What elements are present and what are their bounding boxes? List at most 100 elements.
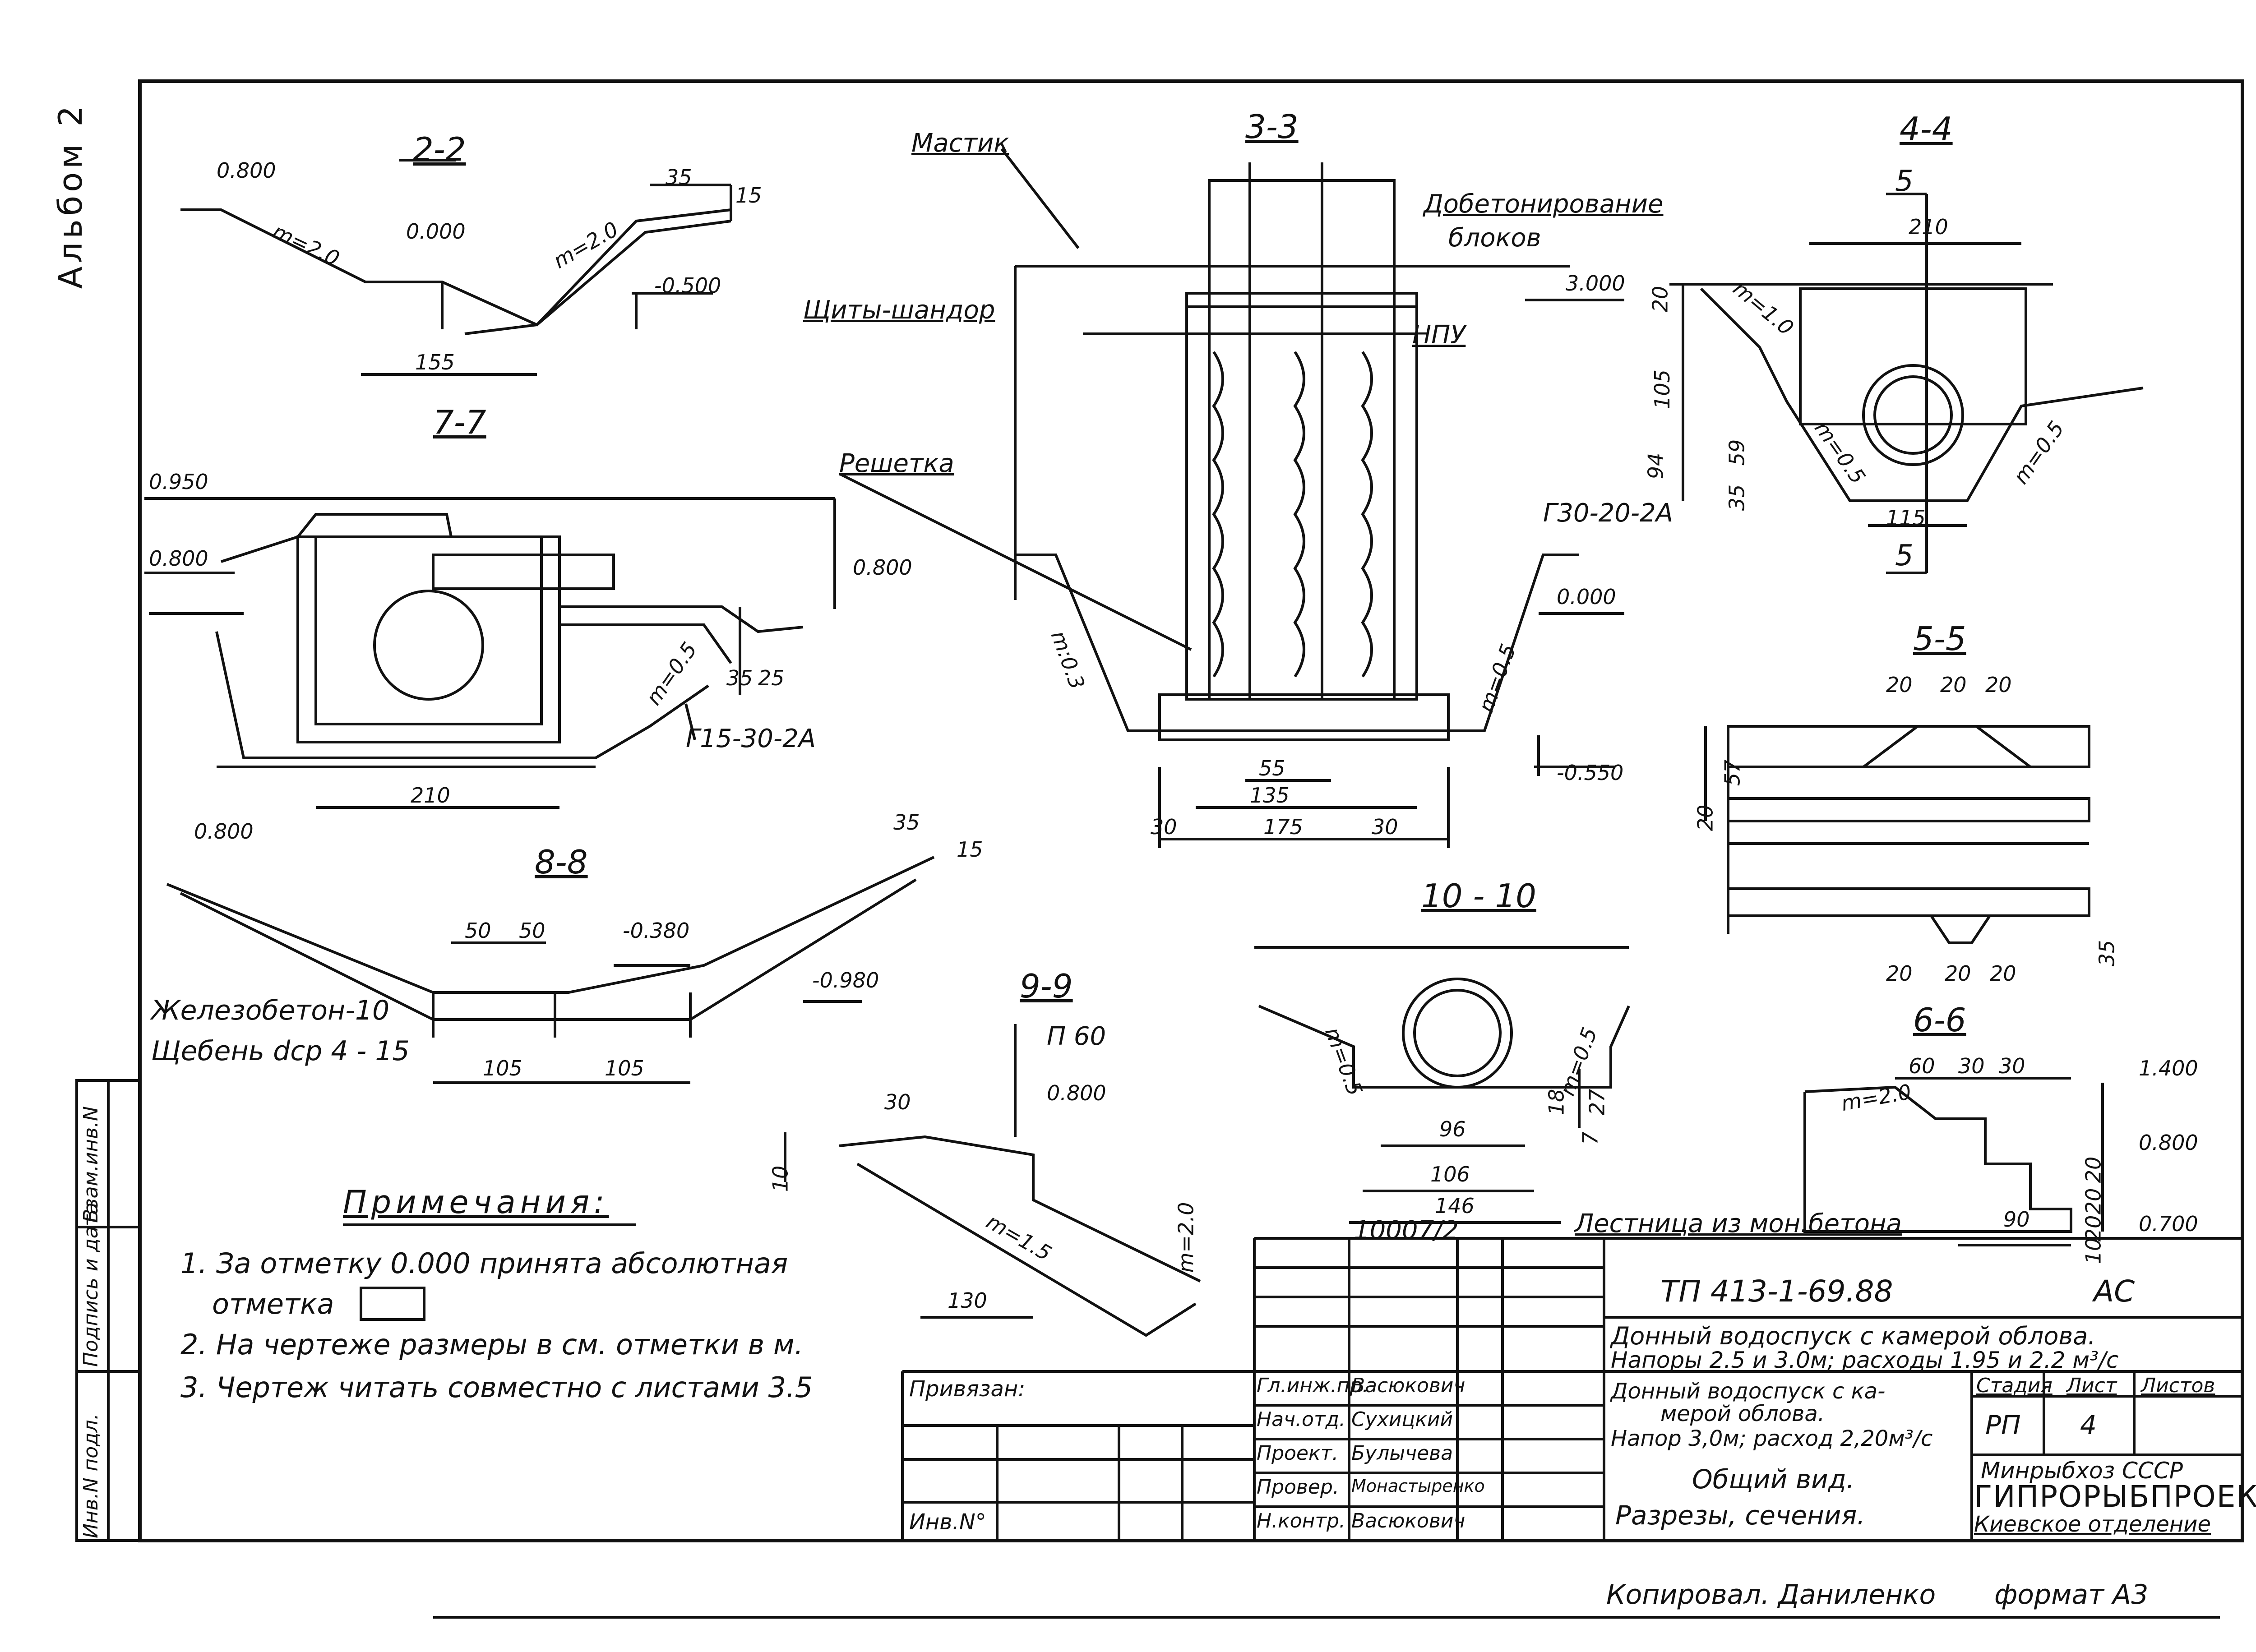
dim-77-e3: 0.800	[853, 555, 912, 580]
dim-88-f: 15	[957, 837, 983, 862]
dim-1010-h2: 27	[1585, 1089, 1609, 1116]
section-title-9-9: 9-9	[1020, 967, 1073, 1005]
dim-1010-h3: 7	[1578, 1131, 1603, 1145]
dim-88-e1: 0.800	[194, 819, 254, 844]
dim-22-e1: 0.800	[217, 158, 276, 183]
dim-88-e3: -0.980	[812, 968, 879, 992]
col-stage: Стадия	[1976, 1374, 2053, 1397]
label-p60: П 60	[1047, 1022, 1106, 1051]
dim-44-h5: 35	[1724, 484, 1749, 511]
dim-77-e1: 0.950	[149, 470, 208, 494]
stamp-signature-date: Подпись и дата	[79, 1202, 102, 1367]
copied-by: Копировал. Даниленко	[1606, 1579, 1936, 1610]
dim-33-e3: -0.550	[1557, 761, 1624, 785]
dim-44-w1: 210	[1909, 215, 1948, 239]
cut-marker-bottom: 5	[1895, 539, 1914, 572]
name-1: Васюкович	[1351, 1374, 1465, 1397]
label-zhb: Железобетон-10	[151, 995, 390, 1026]
dim-99-c: 130	[948, 1288, 987, 1313]
section-title-2-2: 2-2	[413, 130, 466, 168]
dim-88-e2: -0.380	[623, 918, 690, 943]
dim-77-w: 210	[411, 783, 450, 808]
role-5: Н.контр.	[1257, 1509, 1345, 1532]
dim-55-e: 20	[1945, 961, 1971, 986]
dim-33-d4: 30	[1151, 815, 1177, 839]
dim-66-c: 30	[1999, 1054, 2025, 1078]
dim-99-a: 30	[884, 1090, 911, 1114]
doc-title-1: Донный водоспуск с камерой облова.	[1611, 1322, 2096, 1350]
label-npu: НПУ	[1412, 320, 1466, 350]
section-title-4-4: 4-4	[1900, 110, 1953, 148]
section-title-10-10: 10 - 10	[1421, 877, 1536, 915]
note-1b: отметка	[212, 1287, 334, 1320]
dim-66-h1: 20	[2081, 1156, 2106, 1183]
dim-33-e2: 0.000	[1557, 585, 1616, 609]
dim-55-b: 20	[1940, 673, 1967, 697]
label-g15: Г15-30-2А	[686, 724, 816, 753]
dim-66-e1: 1.400	[2139, 1056, 2198, 1080]
desc-1: Донный водоспуск с ка-	[1611, 1379, 1886, 1404]
doc-code: ТП 413-1-69.88	[1660, 1274, 1893, 1309]
dim-22-a: 35	[666, 165, 692, 189]
dim-22-e3: -0.500	[654, 273, 721, 298]
name-3: Булычева	[1351, 1442, 1453, 1465]
dim-22-w: 155	[415, 350, 455, 374]
dim-33-e1: 3.000	[1566, 271, 1625, 295]
name-5: Васюкович	[1351, 1509, 1465, 1532]
dim-66-h4: 10	[2081, 1237, 2106, 1264]
stage-value: РП	[1985, 1410, 2021, 1440]
dim-55-d: 20	[1886, 961, 1913, 986]
label-shchity: Щиты-шандор	[803, 295, 995, 325]
role-4: Провер.	[1257, 1476, 1339, 1499]
notes-title: Примечания:	[343, 1184, 609, 1221]
dim-55-h1: 57	[1720, 759, 1745, 786]
role-3: Проект.	[1257, 1442, 1339, 1465]
dim-99-m2: m=2.0	[1174, 1202, 1198, 1273]
dim-44-h3: 94	[1643, 452, 1668, 480]
col-sheet: Лист	[2066, 1374, 2117, 1397]
label-reshetka: Решетка	[839, 449, 954, 478]
stamp-inv-podl: Инв.N подл.	[79, 1413, 102, 1538]
dim-33-d3: 175	[1263, 815, 1303, 839]
dim-88-c: 105	[483, 1056, 522, 1080]
dim-77-a: 35	[726, 666, 753, 690]
inv-label: Инв.N°	[909, 1509, 986, 1535]
note-1a: 1. За отметку 0.000 принята абсолютная	[180, 1247, 788, 1280]
name-2: Сухицкий	[1351, 1408, 1453, 1431]
section-title-7-7: 7-7	[433, 403, 486, 441]
note-2: 2. На чертеже размеры в см. отметки в м.	[180, 1328, 804, 1361]
org-3: Киевское отделение	[1974, 1512, 2211, 1537]
dim-44-h4: 59	[1724, 439, 1749, 466]
album-label: Альбом 2	[51, 102, 89, 289]
dim-99-b: 10	[768, 1165, 793, 1192]
sheet-ref: 10007/2	[1354, 1216, 1459, 1245]
label-blocks: блоков	[1448, 223, 1541, 253]
dim-66-h2: 20	[2081, 1188, 2106, 1215]
dim-33-d2: 135	[1250, 783, 1290, 808]
dim-66-a: 60	[1909, 1054, 1935, 1078]
dim-77-b: 25	[758, 666, 785, 690]
dim-66-w: 90	[2003, 1207, 2030, 1232]
org-1: Минрыбхоз СССР	[1981, 1458, 2183, 1484]
format-label: формат А3	[1994, 1579, 2149, 1610]
dim-33-d1: 55	[1259, 756, 1285, 780]
section-title-3-3: 3-3	[1245, 108, 1299, 146]
label-ladder: Лестница из мон.бетона	[1575, 1209, 1902, 1238]
label-mastik: Мастик	[911, 129, 1009, 158]
dim-1010-c: 146	[1435, 1194, 1475, 1218]
dim-66-e3: 0.700	[2139, 1212, 2198, 1236]
role-1: Гл.инж.пр.	[1257, 1374, 1369, 1397]
desc-3: Напор 3,0м; расход 2,20м³/с	[1611, 1426, 1933, 1451]
sheet-title-2: Разрезы, сечения.	[1615, 1500, 1865, 1531]
dim-44-w2: 115	[1886, 506, 1926, 530]
dim-55-h2: 20	[1693, 804, 1718, 831]
sheet-title-1: Общий вид.	[1692, 1464, 1855, 1495]
label-dobeton: Добетонирование	[1424, 189, 1664, 219]
dim-44-h1: 20	[1648, 286, 1673, 313]
role-2: Нач.отд.	[1257, 1408, 1345, 1431]
note-3: 3. Чертеж читать совместно с листами 3.5	[180, 1371, 813, 1404]
cut-marker-top: 5	[1895, 165, 1914, 198]
stamp-vzam-inv: Взам.инв.N	[79, 1106, 102, 1223]
name-4: Монастыренко	[1351, 1476, 1485, 1496]
